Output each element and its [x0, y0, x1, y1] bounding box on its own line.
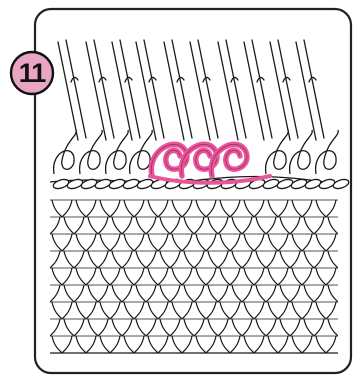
step-badge-icon — [11, 52, 53, 94]
illustration-frame — [35, 9, 351, 373]
